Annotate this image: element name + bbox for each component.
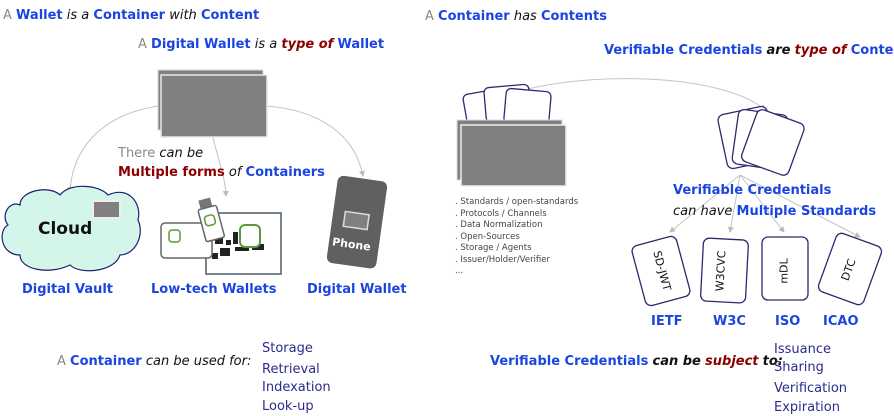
bullet-item: ... xyxy=(455,266,464,276)
subject-item: Expiration xyxy=(774,400,840,415)
container-uses-label: A Container can be used for: xyxy=(57,354,252,369)
vc-standards-line: can have Multiple Standards xyxy=(673,204,877,219)
bullet-item: . Protocols / Channels xyxy=(455,208,547,219)
bullet-item: . Open-Sources xyxy=(455,231,520,242)
w3cvc-card xyxy=(700,237,749,304)
dtc-card xyxy=(817,232,883,306)
standard-mdl: mDL xyxy=(777,258,791,284)
use-item: Look-up xyxy=(262,399,314,414)
subject-label: Verifiable Credentials can be subject to… xyxy=(490,354,784,369)
forms-line2: Multiple forms of Containers xyxy=(118,165,325,180)
bullet-item: . Data Normalization xyxy=(455,220,543,230)
subject-item: Sharing xyxy=(774,360,824,375)
caption-digital-wallet: Digital Wallet xyxy=(307,282,407,297)
left-subheading: A Digital Wallet is a type of Wallet xyxy=(138,37,385,52)
forms-line1: There can be xyxy=(118,146,204,161)
low-tech-wallets-icon xyxy=(160,197,282,275)
phone-icon xyxy=(326,175,388,269)
right-subheading: Verifiable Credentials are type of Conte… xyxy=(604,43,894,58)
standard-w3cvc: W3CVC xyxy=(713,250,729,292)
org-iso: ISO xyxy=(775,314,801,329)
subject-item: Issuance xyxy=(774,342,831,357)
caption-digital-vault: Digital Vault xyxy=(22,282,114,297)
wallet-stack-icon xyxy=(157,69,268,138)
left-heading: A Wallet is a Container with Content xyxy=(3,8,260,23)
use-item: Retrieval xyxy=(262,362,320,377)
use-item: Indexation xyxy=(262,380,331,395)
use-item: Storage xyxy=(262,341,313,356)
content-bullets: . Standards / open-standards . Protocols… xyxy=(455,197,578,278)
mdl-card xyxy=(761,236,809,301)
caption-low-tech-wallets: Low-tech Wallets xyxy=(151,282,277,297)
org-w3c: W3C xyxy=(713,314,746,329)
content-folder-icon xyxy=(456,83,567,187)
vc-cards-icon xyxy=(717,105,805,176)
subject-item: Verification xyxy=(774,381,848,396)
right-heading: A Container has Contents xyxy=(425,9,607,24)
bullet-item: . Storage / Agents xyxy=(455,243,532,253)
cloud-icon xyxy=(1,185,141,272)
org-icao: ICAO xyxy=(823,314,859,329)
cloud-label: Cloud xyxy=(38,219,93,239)
vc-label: Verifiable Credentials xyxy=(673,183,832,198)
sd-jwt-card xyxy=(631,235,691,307)
bullet-item: . Standards / open-standards xyxy=(455,197,579,207)
bullet-item: . Issuer/Holder/Verifier xyxy=(455,254,550,265)
org-ietf: IETF xyxy=(651,314,683,329)
